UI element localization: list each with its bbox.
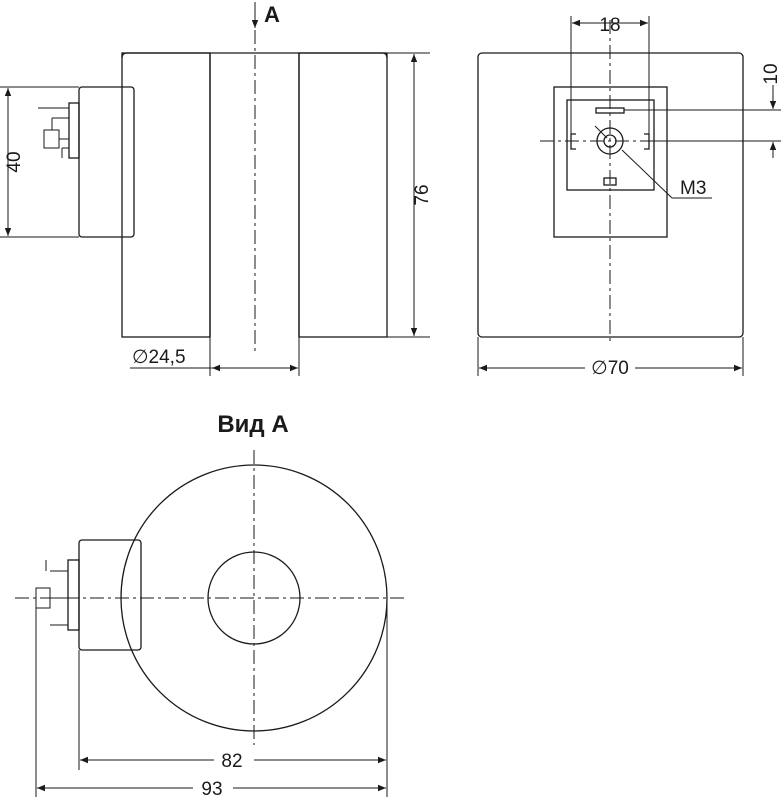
coil-body-right-section <box>298 52 388 338</box>
dimension-diameter: ∅70 <box>591 358 629 379</box>
thread-label: M3 <box>680 178 706 199</box>
dimension-pin-offset: 10 <box>761 63 781 84</box>
connector-block <box>78 86 135 238</box>
coil-body-left-section <box>121 52 211 338</box>
front-view: 18 10 M3 ∅70 <box>477 15 781 379</box>
dimension-pin-spacing: 18 <box>599 15 620 36</box>
dimension-height: 76 <box>412 184 433 205</box>
view-a: Вид А 82 93 <box>15 411 408 800</box>
dimension-body-width: 82 <box>221 751 242 772</box>
side-section-view: A 40 76 ∅24,5 <box>0 2 433 376</box>
connector-face <box>553 86 668 238</box>
view-a-title: Вид А <box>217 411 288 438</box>
connector-top <box>78 539 142 651</box>
dimension-bore-diameter: ∅24,5 <box>132 347 186 368</box>
dimension-connector-height: 40 <box>4 151 25 172</box>
view-marker-label: A <box>264 2 280 27</box>
dimension-overall-width: 93 <box>201 779 222 800</box>
